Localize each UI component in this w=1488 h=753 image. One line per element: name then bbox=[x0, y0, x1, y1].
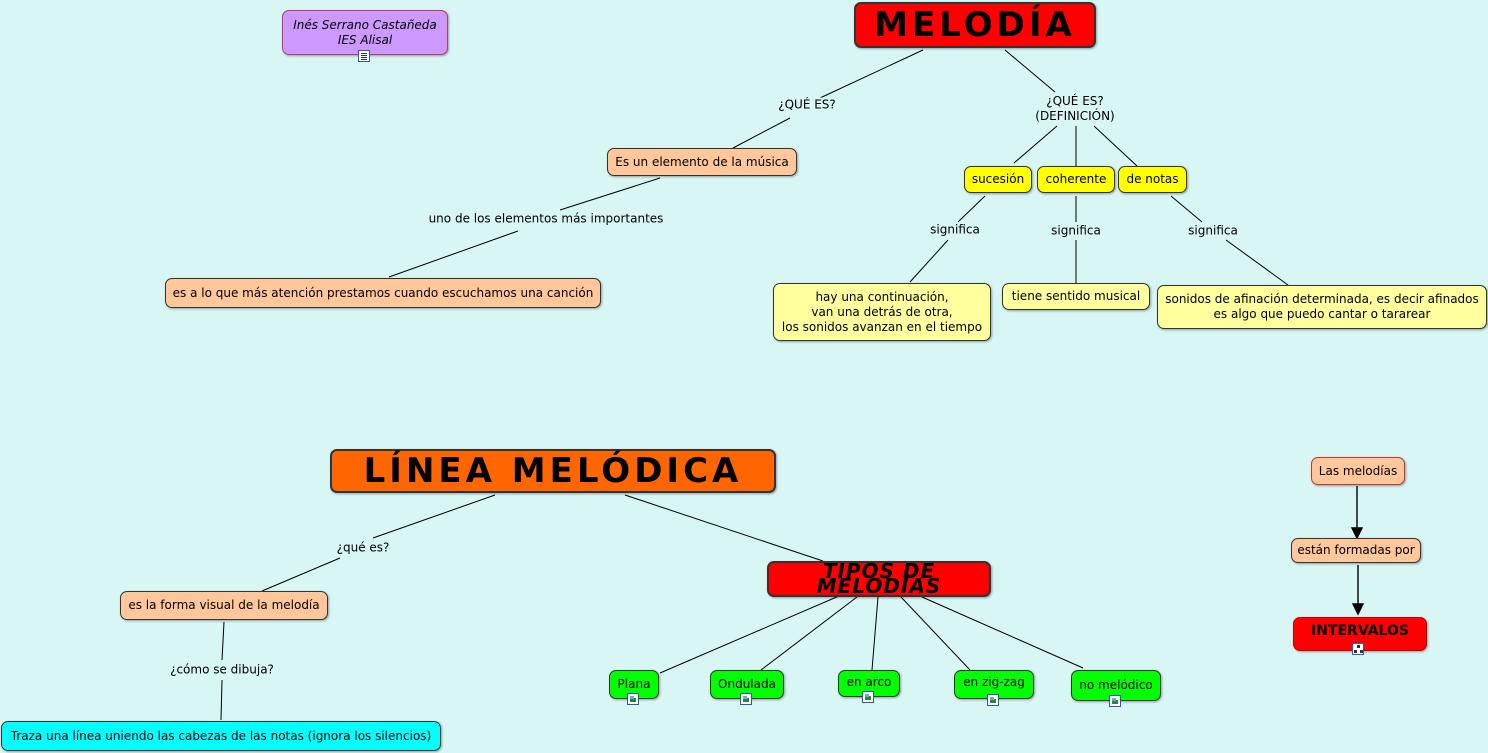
node-continuacion[interactable]: hay una continuación, van una detrás de … bbox=[773, 283, 991, 341]
document-icon[interactable] bbox=[358, 50, 370, 62]
author-school: IES Alisal bbox=[337, 32, 393, 47]
image-icon[interactable] bbox=[740, 693, 752, 705]
link-como-se-dibuja: ¿cómo se dibuja? bbox=[168, 662, 276, 678]
tipo-no-melodico[interactable]: no melódico bbox=[1071, 670, 1161, 701]
concept-map-icon[interactable] bbox=[1352, 643, 1364, 655]
link-elementos-importantes: uno de los elementos más importantes bbox=[426, 211, 666, 227]
node-de-notas[interactable]: de notas bbox=[1118, 166, 1187, 193]
node-coherente[interactable]: coherente bbox=[1037, 166, 1115, 193]
author-node[interactable]: Inés Serrano Castañeda IES Alisal bbox=[282, 10, 448, 55]
image-icon[interactable] bbox=[987, 694, 999, 706]
author-name: Inés Serrano Castañeda bbox=[293, 17, 437, 32]
node-formadas-por[interactable]: están formadas por bbox=[1291, 538, 1421, 563]
link-significa-sucesion: significa bbox=[928, 222, 982, 238]
node-las-melodias[interactable]: Las melodías bbox=[1311, 457, 1405, 485]
link-definicion: ¿QUÉ ES? (DEFINICIÓN) bbox=[1033, 94, 1117, 124]
node-traza-linea[interactable]: Traza una línea uniendo las cabezas de l… bbox=[1, 721, 441, 751]
tipos-melodias-title[interactable]: TIPOS DE MELODÍAS bbox=[767, 561, 991, 597]
linea-melodica-title[interactable]: LÍNEA MELÓDICA bbox=[330, 449, 776, 493]
image-icon[interactable] bbox=[627, 693, 639, 705]
node-sentido-musical[interactable]: tiene sentido musical bbox=[1002, 283, 1150, 310]
node-afinacion[interactable]: sonidos de afinación determinada, es dec… bbox=[1157, 285, 1487, 329]
image-icon[interactable] bbox=[862, 691, 874, 703]
node-sucesion[interactable]: sucesión bbox=[964, 166, 1032, 193]
node-atencion[interactable]: es a lo que más atención prestamos cuand… bbox=[165, 278, 601, 308]
link-que-es-linea: ¿qué es? bbox=[334, 540, 392, 556]
link-que-es: ¿QUÉ ES? bbox=[776, 97, 838, 113]
image-icon[interactable] bbox=[1109, 695, 1121, 707]
link-significa-coherente: significa bbox=[1049, 223, 1103, 239]
node-forma-visual[interactable]: es la forma visual de la melodía bbox=[120, 591, 328, 620]
intervalos-title[interactable]: INTERVALOS bbox=[1293, 617, 1427, 651]
node-elemento-musica[interactable]: Es un elemento de la música bbox=[607, 148, 797, 176]
melodia-title[interactable]: MELODÍA bbox=[854, 2, 1096, 48]
link-significa-notas: significa bbox=[1186, 223, 1240, 239]
